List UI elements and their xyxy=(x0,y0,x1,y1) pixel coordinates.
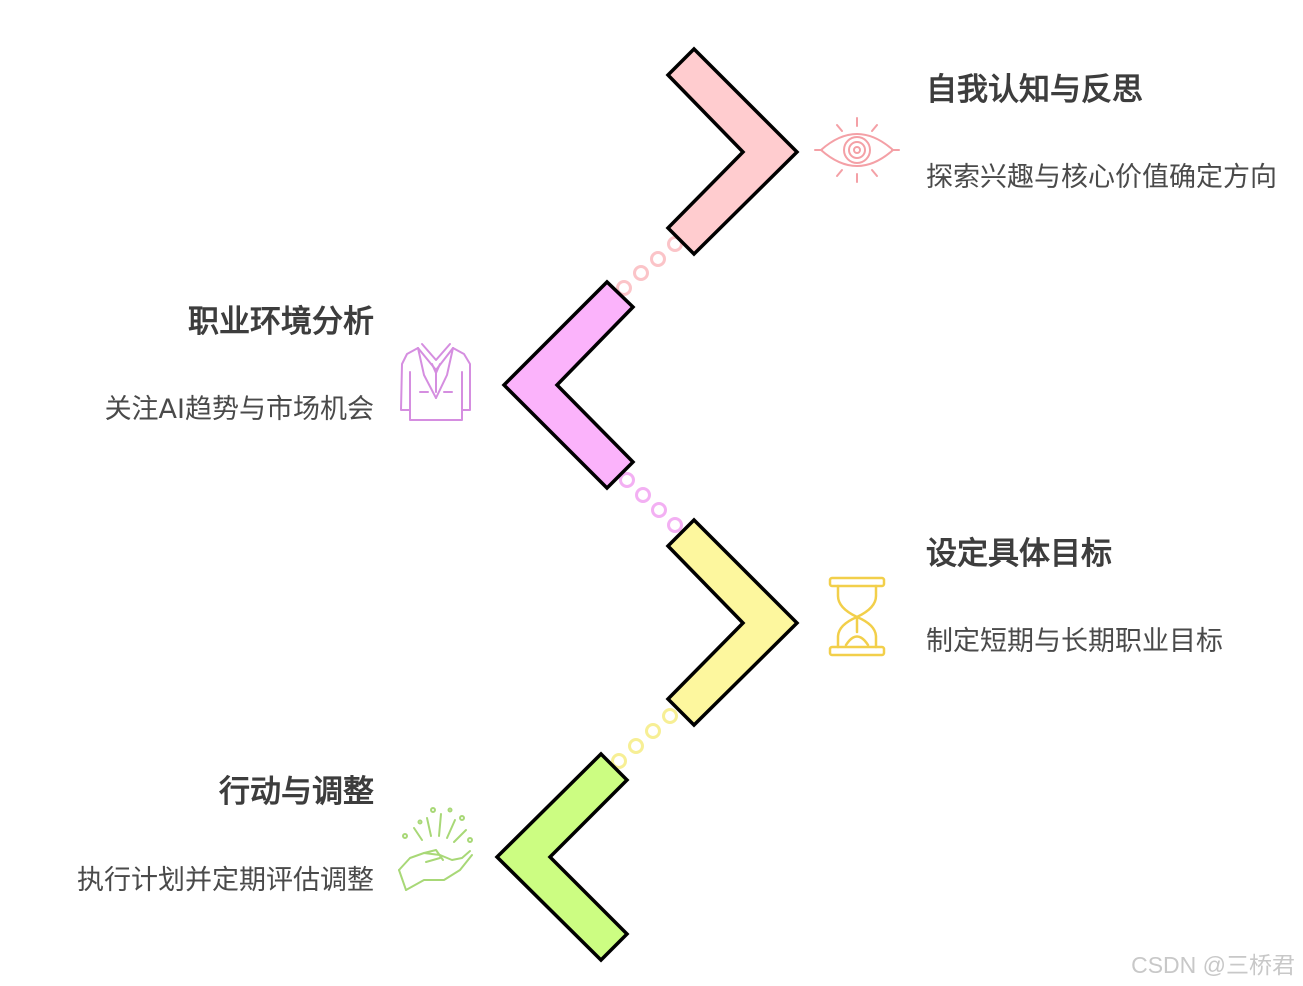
eye-icon xyxy=(814,117,900,183)
step-2-title: 职业环境分析 xyxy=(188,304,374,340)
connector-dots-3 xyxy=(611,708,678,769)
connector-dot xyxy=(628,738,644,754)
step-3-description: 制定短期与长期职业目标 xyxy=(926,626,1223,657)
connector-dot xyxy=(650,251,666,267)
step-1-description: 探索兴趣与核心价值确定方向 xyxy=(926,162,1277,193)
step-4-chevron xyxy=(494,751,630,963)
hand-sparkle-icon xyxy=(398,807,473,891)
connector-dot xyxy=(616,280,632,296)
connector-dot xyxy=(635,487,651,503)
connector-dot xyxy=(619,472,635,488)
hourglass-icon xyxy=(828,576,886,657)
step-3-chevron xyxy=(665,517,800,728)
connector-dot xyxy=(645,723,661,739)
step-2-description: 关注AI趋势与市场机会 xyxy=(104,394,374,425)
step-2-chevron xyxy=(501,279,636,491)
connector-dots-1 xyxy=(616,236,683,296)
step-3-title: 设定具体目标 xyxy=(926,536,1112,572)
suit-jacket-icon xyxy=(400,343,471,421)
watermark: CSDN @三桥君 xyxy=(1131,952,1295,978)
connector-dot xyxy=(651,502,667,518)
connector-dots-2 xyxy=(619,472,683,533)
step-1-chevron xyxy=(665,46,800,257)
connector-dot xyxy=(667,517,683,533)
step-4-title: 行动与调整 xyxy=(219,774,374,810)
step-4-description: 执行计划并定期评估调整 xyxy=(77,865,374,896)
connector-dot xyxy=(662,708,678,724)
connector-dot xyxy=(633,265,649,281)
connector-dot xyxy=(611,753,627,769)
step-1-title: 自我认知与反思 xyxy=(926,72,1143,108)
connector-dot xyxy=(667,236,683,252)
